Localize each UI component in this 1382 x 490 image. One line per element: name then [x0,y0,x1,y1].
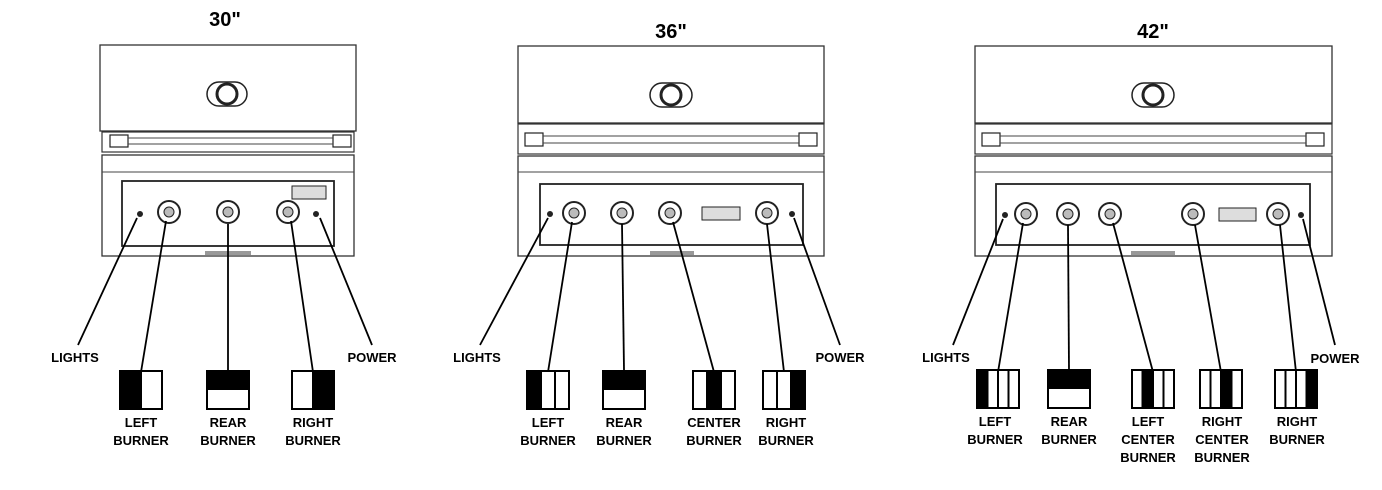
burner-icon-row [976,369,1318,409]
burner-icon-row [526,370,806,410]
hood-handle [101,131,355,153]
burner-label: LEFT [532,415,565,430]
burner-label: RIGHT [766,415,807,430]
power-label: POWER [815,350,865,365]
burner-indicator-icon [762,370,806,410]
leader-lines [952,218,1336,373]
burner-label: BURNER [1120,450,1176,465]
burner-label: RIGHT [293,415,334,430]
burner-icon-row [119,370,335,410]
indicator-light-icon [1298,212,1304,218]
burner-indicator-icon [1199,369,1243,409]
indicator-light-icon [547,211,553,217]
burner-label: BURNER [1269,432,1325,447]
burner-label: BURNER [596,433,652,448]
burner-label-row: LEFT BURNER REAR BURNER CENTER BURNER RIGHT BUR… [520,415,814,448]
indicator-light-icon [789,211,795,217]
grill-30: 30" [51,9,397,448]
grill-42: 42" [922,21,1360,465]
indicator-light-icon [137,211,143,217]
burner-indicator-icon [976,369,1020,409]
lights-label: LIGHTS [51,350,99,365]
burner-label: REAR [606,415,643,430]
grill-body [974,45,1333,257]
logo-badge-icon [701,206,741,221]
control-panel [995,183,1311,246]
leader-lines [479,217,841,373]
burner-indicator-icon [602,370,646,410]
burner-indicator-icon [692,370,736,410]
burner-indicator-icon [1131,369,1175,409]
burner-indicator-icon [1047,369,1091,409]
hood-handle [517,123,825,155]
burner-indicator-icon [291,370,335,410]
burner-label: RIGHT [1277,414,1318,429]
burner-label: BURNER [200,433,256,448]
burner-indicator-icon [526,370,570,410]
grill-body [517,45,825,257]
burner-label: BURNER [285,433,341,448]
temperature-gauge-icon [1131,82,1175,108]
burner-indicator-icon [119,370,163,410]
lights-label: LIGHTS [453,350,501,365]
burner-label: BURNER [1041,432,1097,447]
burner-label-row: LEFT BURNER REAR BURNER RIGHT BURNER [113,415,341,448]
burner-label: BURNER [967,432,1023,447]
burner-label: RIGHT [1202,414,1243,429]
power-label: POWER [1310,351,1360,366]
burner-label: BURNER [520,433,576,448]
grill-size-title: 42" [1137,21,1169,43]
hood-handle [974,123,1333,155]
lights-label: LIGHTS [922,350,970,365]
indicator-light-icon [1002,212,1008,218]
burner-label-row: LEFT BURNER REAR BURNER LEFT CENTER BURNER RIGH… [967,414,1325,465]
burner-label: REAR [210,415,247,430]
burner-indicator-icon [1274,369,1318,409]
temperature-gauge-icon [206,81,248,107]
burner-label: BURNER [758,433,814,448]
burner-label: CENTER [687,415,741,430]
burner-label: CENTER [1195,432,1249,447]
burner-label: LEFT [125,415,158,430]
burner-label: LEFT [979,414,1012,429]
burner-label: LEFT [1132,414,1165,429]
burner-indicator-icon [206,370,250,410]
burner-label: BURNER [113,433,169,448]
drip-tray [650,251,694,255]
burner-label: REAR [1051,414,1088,429]
grill-36: 36" [453,21,865,448]
drip-tray [1131,251,1175,255]
grill-size-title: 30" [209,9,241,31]
grill-size-title: 36" [655,21,687,43]
temperature-gauge-icon [649,82,693,108]
burner-label: BURNER [686,433,742,448]
leader-lines [77,217,373,373]
logo-badge-icon [1218,207,1257,222]
burner-label: CENTER [1121,432,1175,447]
indicator-light-icon [313,211,319,217]
logo-badge-icon [291,185,327,200]
burner-label: BURNER [1194,450,1250,465]
power-label: POWER [347,350,397,365]
